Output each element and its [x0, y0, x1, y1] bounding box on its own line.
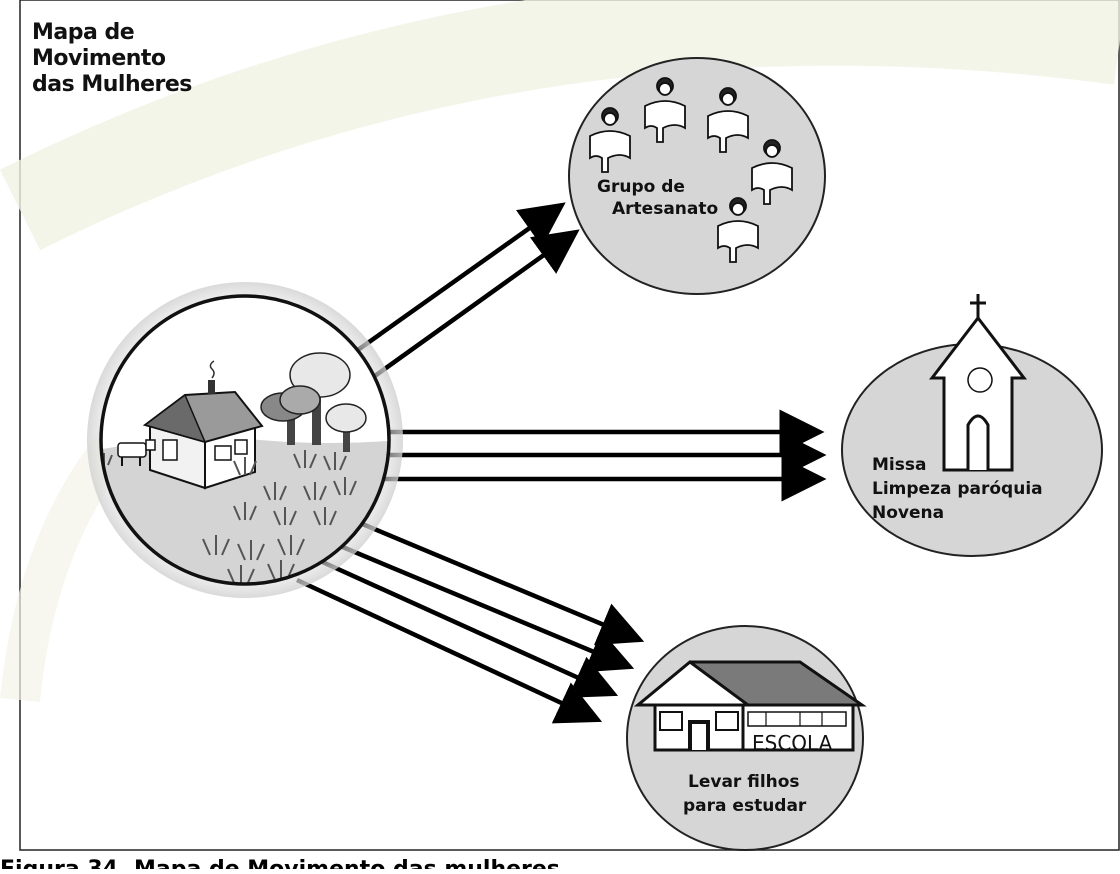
escola-sign-text: ESCOLA: [752, 731, 833, 755]
arrows-to-artesanato: [353, 202, 580, 380]
arrows-to-escola: [296, 520, 645, 724]
artisan-women-icon: [589, 77, 793, 263]
grass-icon: [101, 450, 357, 584]
arrow: [353, 202, 566, 354]
igreja-circle: Missa Limpeza paróquia Novena: [841, 294, 1103, 557]
diagram-title: Mapa de Movimento das Mulheres: [32, 20, 192, 98]
house-icon: [142, 360, 264, 490]
background-watermark-arc: [0, 0, 1120, 251]
church-icon: [928, 294, 1028, 472]
igreja-label-line-2: Limpeza paróquia: [872, 479, 1043, 499]
artesanato-label-line-1: Grupo de: [597, 177, 685, 197]
arrows-to-igreja: [382, 409, 827, 502]
escola-label-line-1: Levar filhos: [688, 772, 800, 792]
arrow: [317, 557, 619, 698]
arrow: [370, 229, 580, 380]
arrow: [296, 577, 603, 724]
home-circle: [87, 282, 403, 598]
home-circle-border: [99, 294, 391, 586]
escola-label-line-2: para estudar: [683, 796, 807, 816]
arrow: [359, 520, 645, 646]
cow-icon: [117, 439, 156, 466]
school-icon: [633, 660, 867, 752]
figure-caption-text: Figura 34. Mapa de Movimento das mulhere…: [0, 857, 560, 870]
igreja-label-line-3: Novena: [872, 503, 944, 523]
igreja-label-line-1: Missa: [872, 455, 926, 475]
artesanato-bubble: [568, 57, 826, 295]
diagram-title-line-1: Mapa de: [32, 20, 135, 45]
figure-caption-clipped: Figura 34. Mapa de Movimento das mulhere…: [0, 850, 1120, 870]
artesanato-label-line-2: Artesanato: [612, 199, 718, 219]
tree-icon: [260, 352, 367, 452]
escola-circle: ESCOLA Levar filhos para estudar: [626, 625, 867, 851]
diagram-title-line-3: das Mulheres: [32, 72, 192, 97]
arrow: [332, 540, 635, 673]
artesanato-circle: Grupo de Artesanato: [568, 57, 826, 295]
diagram-title-line-2: Movimento: [32, 46, 166, 71]
